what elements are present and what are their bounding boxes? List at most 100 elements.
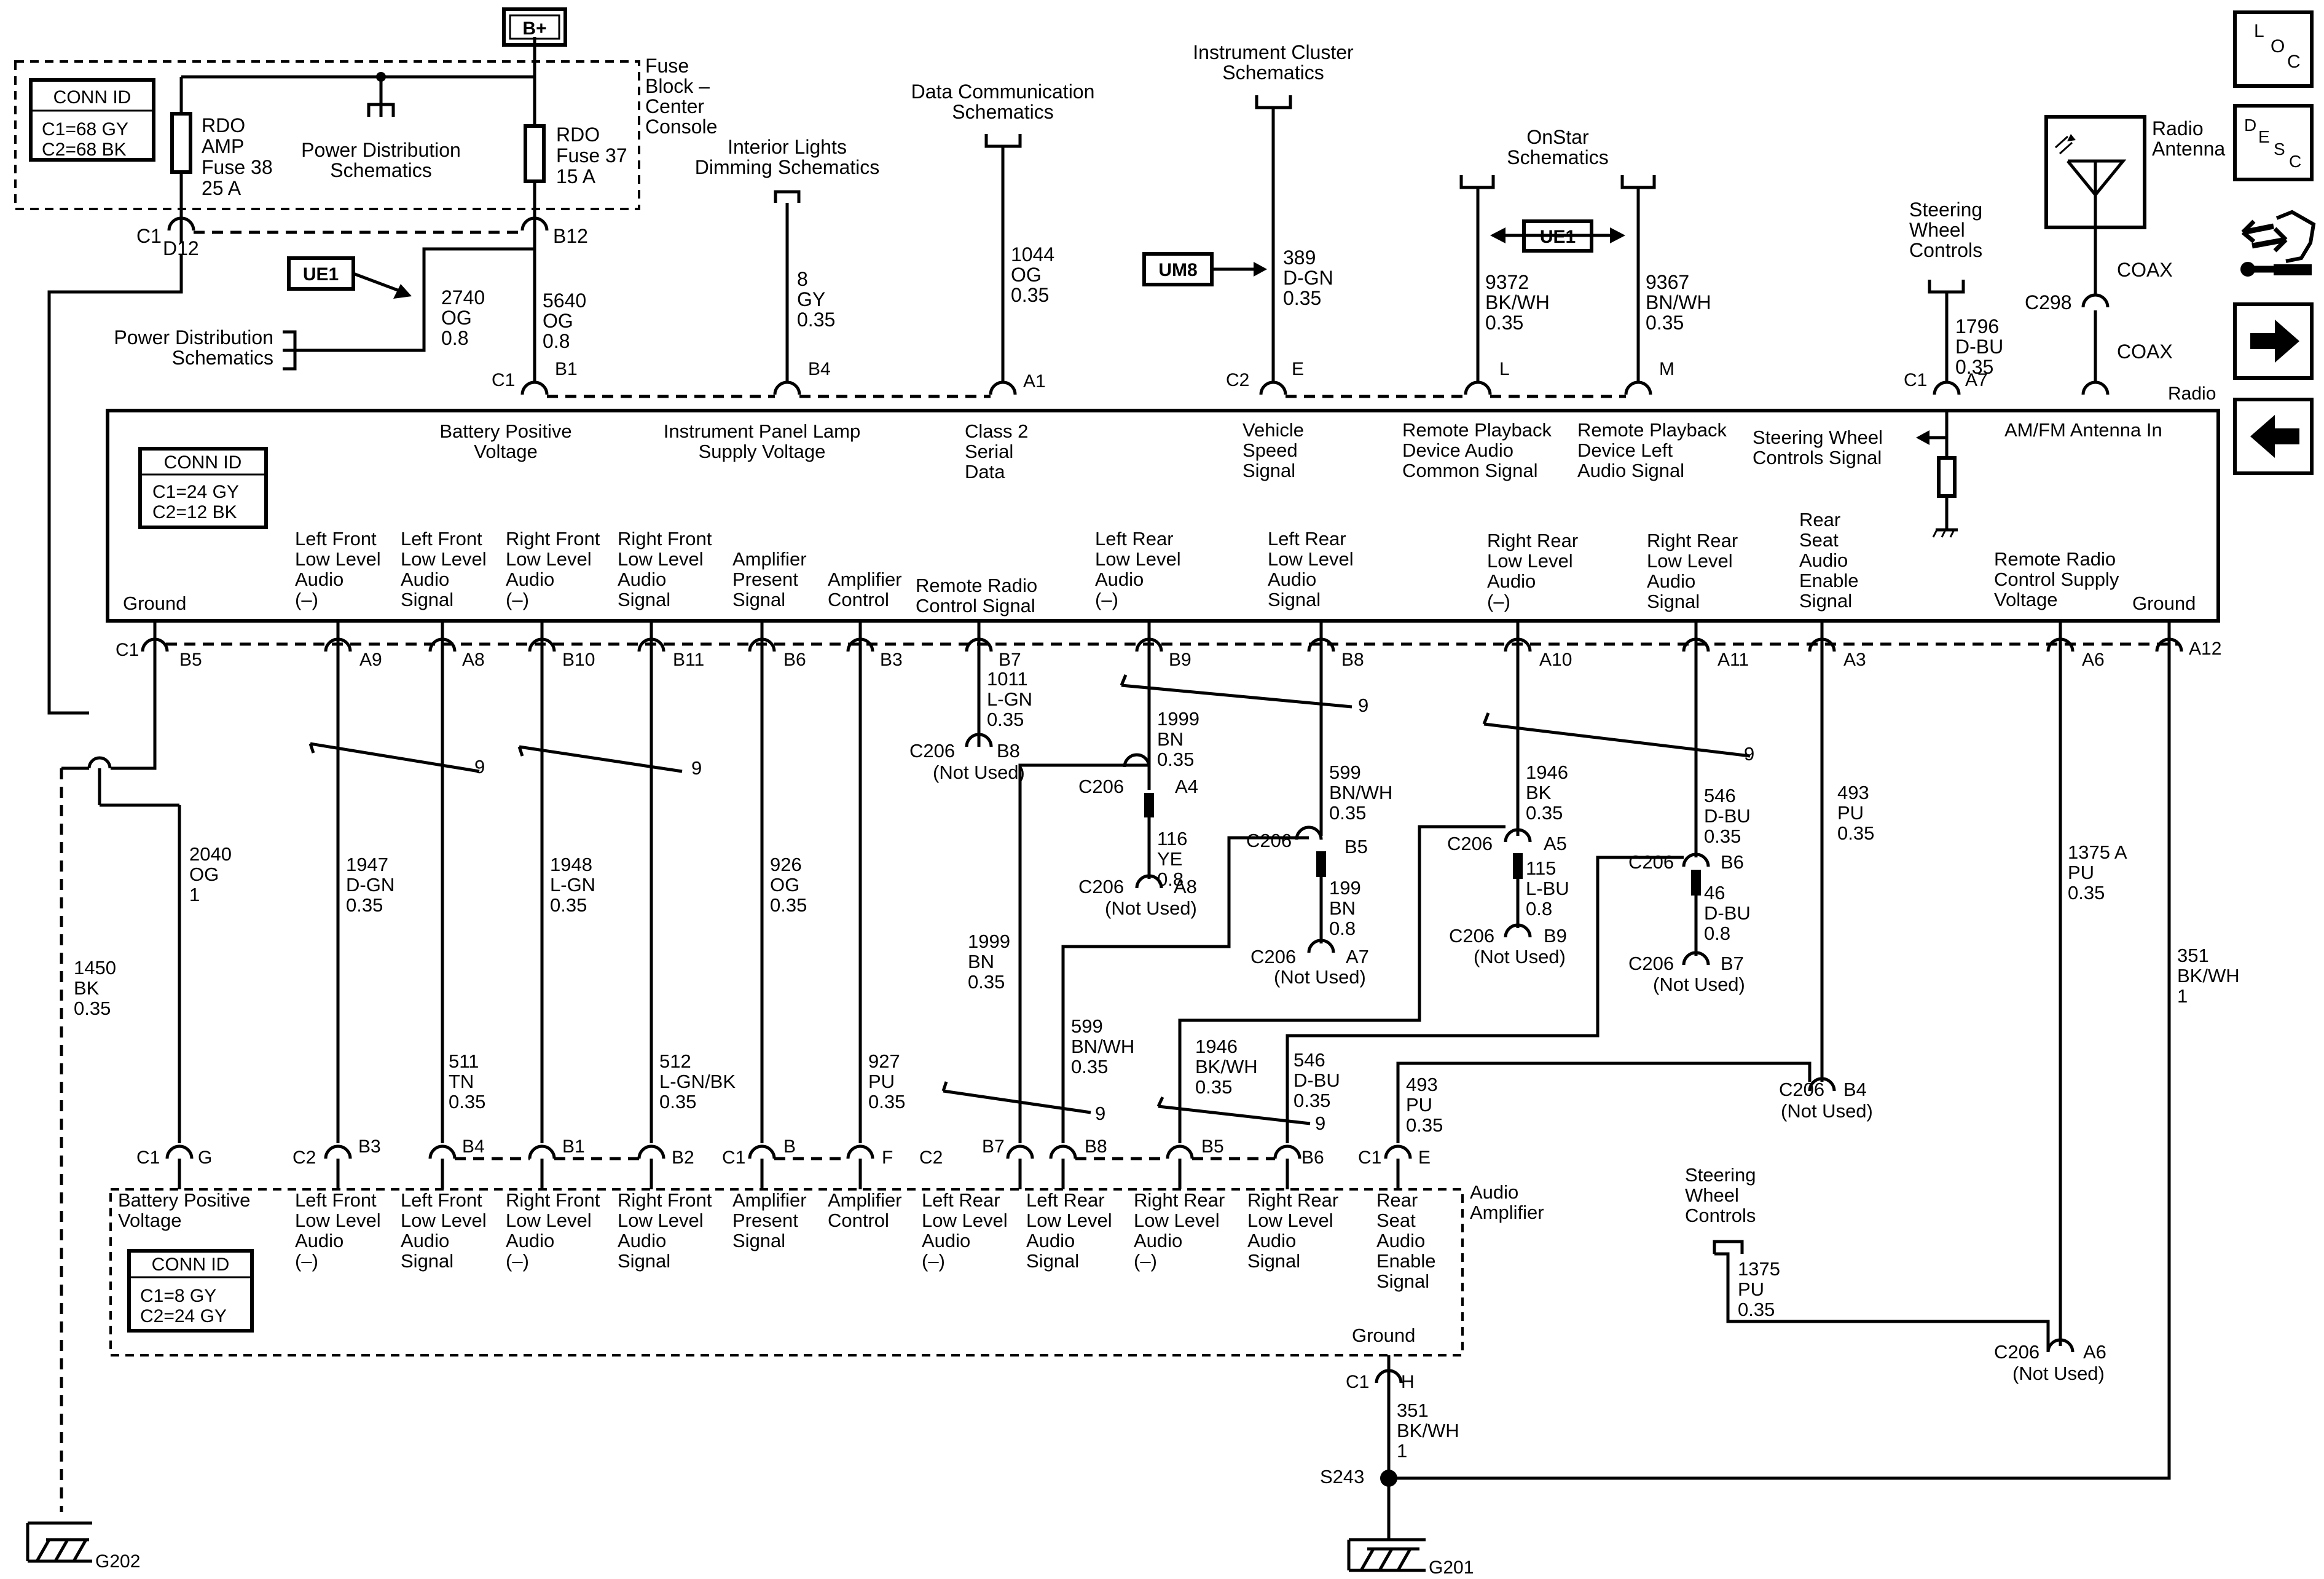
conn-a8: A8 <box>462 650 485 670</box>
c206-b4-pin: B4 <box>1843 1079 1867 1100</box>
c206-a7-label: C206 <box>1250 946 1296 967</box>
um8-option-label: UM8 <box>1158 260 1197 280</box>
splice-s243-icon <box>1380 1470 1397 1487</box>
ue1-onstar-label: UE1 <box>1540 227 1576 247</box>
conn-a1-radio-label: A1 <box>1023 371 1046 392</box>
c206-b7-pin: B7 <box>1721 953 1744 974</box>
splice-s243-label: S243 <box>1320 1466 1364 1487</box>
pin-ground-right: Ground <box>2132 593 2196 614</box>
c206-b4-notused: (Not Used) <box>1781 1100 1873 1122</box>
amp-c1-b-b: B <box>783 1136 796 1157</box>
loc-button[interactable]: L O C <box>2233 10 2314 88</box>
loc-letter-c: C <box>2287 52 2301 72</box>
conn-b1-radio-label: B1 <box>555 359 578 379</box>
amp-c2-b7-b7: B7 <box>982 1136 1005 1157</box>
desc-button[interactable]: D E S C <box>2233 104 2314 181</box>
next-arrow-icon <box>2250 320 2299 363</box>
amp-c2-b3-c2: C2 <box>292 1148 316 1168</box>
amp-c1-g-c1: C1 <box>136 1148 160 1168</box>
desc-letter-c: C <box>2289 152 2301 171</box>
ground-g202-label: G202 <box>95 1551 140 1572</box>
twist-label-5: 9 <box>1095 1103 1105 1124</box>
conn-a11: A11 <box>1717 650 1749 670</box>
c206-b6-pin: B6 <box>1721 851 1744 873</box>
c206-b9-label: C206 <box>1449 925 1494 947</box>
radio-bottom-stubs <box>153 621 2171 652</box>
next-arrow-button[interactable] <box>2233 302 2314 380</box>
conn-c1-swc-label: C1 <box>1904 370 1927 390</box>
pull-resistor-icon <box>1937 456 1957 498</box>
conn-l-radio-label: L <box>1499 359 1510 379</box>
ue1-option-label: UE1 <box>303 264 339 285</box>
bplus-label: B+ <box>522 18 546 39</box>
pin-ground-left: Ground <box>123 593 186 614</box>
c206-a6-notused: (Not Used) <box>2012 1363 2105 1384</box>
amp-c1-e-e: E <box>1418 1148 1431 1168</box>
amp-c1-g-g: G <box>198 1148 212 1168</box>
conn-a9: A9 <box>359 650 382 670</box>
conn-b8: B8 <box>1341 650 1364 670</box>
radio-name-label: Radio <box>2168 384 2216 404</box>
c206-a8-label: C206 <box>1078 876 1124 897</box>
amp-b8: B8 <box>1085 1136 1107 1157</box>
fuse-37-icon <box>524 124 546 183</box>
conn-e-radio-label: E <box>1292 359 1304 379</box>
wiring-harness-icon[interactable] <box>2240 210 2316 277</box>
conn-m-radio-label: M <box>1659 359 1674 379</box>
radio-module <box>106 409 2220 623</box>
amp-c2-b7-c2: C2 <box>919 1148 943 1168</box>
conn-a3: A3 <box>1843 650 1866 670</box>
c206-a4-label: C206 <box>1078 776 1124 797</box>
amp-c2-b3-b3: B3 <box>358 1136 381 1157</box>
back-arrow-button[interactable] <box>2233 398 2314 475</box>
conn-a12: A12 <box>2189 639 2221 659</box>
twist-label-6: 9 <box>1315 1112 1325 1134</box>
twist-label-4: 9 <box>1744 743 1754 765</box>
c206-b9-notused: (Not Used) <box>1474 946 1566 967</box>
radio-top-connectors <box>520 380 2110 398</box>
conn-a10: A10 <box>1539 650 1572 670</box>
fuse-block-conn-id-title: CONN ID <box>53 87 132 108</box>
